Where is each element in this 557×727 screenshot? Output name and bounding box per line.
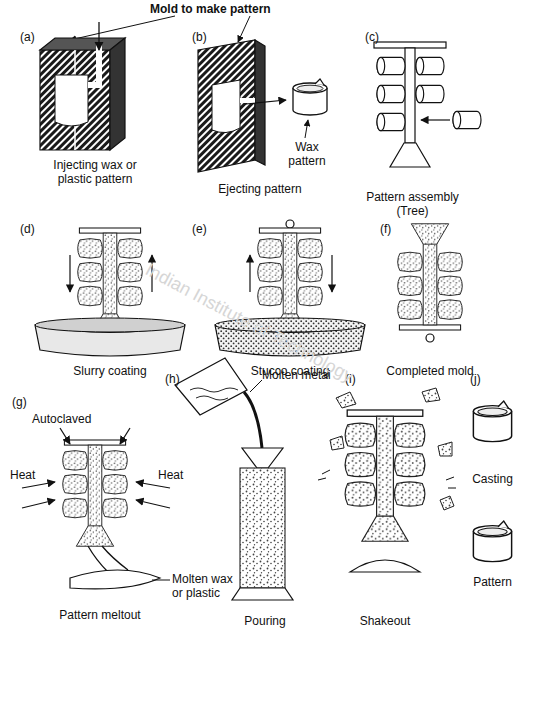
part-label: Heat bbox=[10, 468, 35, 482]
mold-side bbox=[110, 38, 125, 150]
leader-line bbox=[250, 380, 262, 392]
part-label: Autoclaved bbox=[32, 412, 91, 426]
eject-arrow bbox=[246, 100, 286, 104]
step-letter: (b) bbox=[192, 30, 207, 44]
tree bbox=[374, 42, 446, 167]
step-caption: Slurry coating bbox=[55, 364, 165, 378]
step-letter: (c) bbox=[365, 30, 379, 44]
slurry-dip bbox=[35, 228, 185, 356]
wax-pattern bbox=[293, 79, 327, 115]
step-caption: Ejecting pattern bbox=[195, 182, 325, 196]
leader-arrow bbox=[305, 120, 308, 138]
part-label: Wax pattern bbox=[282, 140, 332, 168]
heat-arrow bbox=[22, 500, 55, 508]
part-label: Pattern bbox=[455, 575, 530, 589]
pouring bbox=[175, 358, 293, 600]
pattern-tree bbox=[374, 42, 481, 167]
step-caption: Completed mold bbox=[375, 364, 485, 378]
metal-stream bbox=[244, 392, 262, 448]
sprue bbox=[96, 44, 102, 88]
step-letter: (i) bbox=[345, 372, 356, 386]
slurry-surface bbox=[35, 318, 185, 332]
meltout bbox=[22, 428, 170, 589]
casting bbox=[473, 401, 511, 441]
coated-tree bbox=[398, 224, 463, 330]
step-letter: (f) bbox=[380, 222, 391, 236]
hanger-eye bbox=[286, 220, 294, 228]
shakeout-base bbox=[350, 560, 420, 572]
shell-fragment bbox=[330, 436, 344, 450]
metal-surface bbox=[196, 396, 228, 400]
heat-arrow bbox=[22, 482, 55, 488]
heat-arrow bbox=[136, 500, 170, 508]
motion-arrow bbox=[69, 255, 70, 292]
coated-tree bbox=[63, 440, 128, 546]
wax-drip bbox=[102, 546, 128, 570]
heat-arrow bbox=[136, 482, 170, 488]
shell-fragment bbox=[336, 392, 356, 408]
broken-shell bbox=[345, 410, 425, 541]
heading-label: Mold to make pattern bbox=[150, 2, 271, 16]
assembly-arrow bbox=[421, 119, 450, 120]
step-letter: (g) bbox=[12, 395, 27, 409]
mold-half bbox=[198, 40, 255, 172]
mold-base bbox=[232, 588, 293, 600]
heat-arrow bbox=[120, 428, 130, 444]
shell-fragment bbox=[440, 496, 454, 510]
step-caption: Injecting wax or plastic pattern bbox=[45, 158, 145, 186]
part-label: Molten wax or plastic bbox=[172, 572, 240, 600]
step-letter: (a) bbox=[20, 30, 35, 44]
stucco-dip bbox=[215, 220, 365, 356]
part-label: Molten metal bbox=[262, 368, 331, 382]
completed-mold bbox=[398, 224, 463, 342]
pattern bbox=[473, 521, 511, 561]
heat-arrow bbox=[60, 428, 70, 444]
pattern-mold bbox=[40, 22, 125, 150]
step-caption: Pouring bbox=[215, 614, 315, 628]
part-label: Casting bbox=[455, 472, 530, 486]
mold-cavity bbox=[55, 75, 88, 126]
pattern-piece bbox=[453, 111, 481, 128]
step-letter: (j) bbox=[470, 372, 481, 386]
watermark: Indian Institute of Technology bbox=[143, 262, 355, 384]
shell-fragment bbox=[422, 388, 440, 402]
wax-puddle bbox=[70, 570, 160, 589]
step-letter: (d) bbox=[20, 222, 35, 236]
motion-arrow bbox=[249, 255, 250, 292]
hanger-eye bbox=[426, 334, 434, 342]
step-caption: Shakeout bbox=[340, 614, 430, 628]
step-letter: (h) bbox=[165, 372, 180, 386]
step-caption: Pattern assembly (Tree) bbox=[360, 190, 465, 218]
stucco-surface bbox=[215, 318, 365, 332]
leader-line bbox=[152, 580, 170, 581]
runner bbox=[240, 98, 255, 103]
mold-cavity bbox=[212, 80, 240, 133]
step-letter: (e) bbox=[192, 222, 207, 236]
ladle bbox=[175, 358, 247, 415]
pouring-cup bbox=[242, 448, 283, 468]
motion-arrow bbox=[151, 255, 152, 292]
leader-arrow bbox=[238, 16, 250, 42]
part-label: Heat bbox=[158, 468, 183, 482]
shell-mold bbox=[240, 468, 285, 588]
step-caption: Pattern meltout bbox=[40, 608, 160, 622]
injection-arrow bbox=[98, 22, 99, 50]
metal-surface bbox=[190, 388, 238, 392]
shakeout bbox=[318, 388, 456, 572]
motion-arrow bbox=[331, 255, 332, 292]
vibration-marks bbox=[318, 470, 456, 488]
shell-fragment bbox=[438, 442, 452, 456]
leader-arrow bbox=[70, 16, 175, 40]
